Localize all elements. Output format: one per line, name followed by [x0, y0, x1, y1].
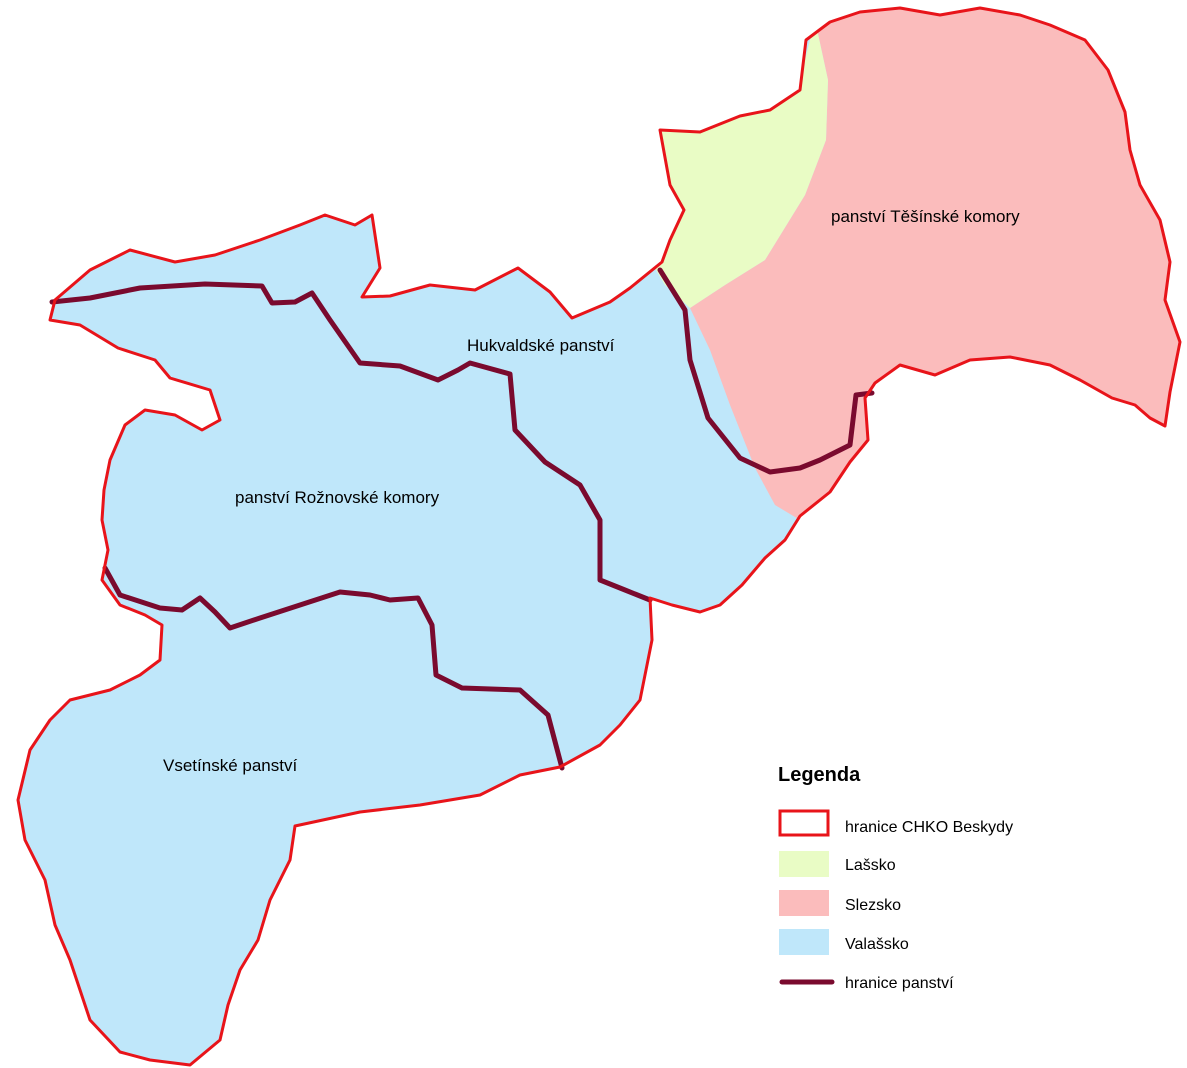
label-vsetinske-panstvi: Vsetínské panství	[163, 756, 297, 775]
legend-swatch-chko	[778, 809, 830, 837]
label-tesinske-komory: panství Těšínské komory	[831, 207, 1020, 226]
label-hukvaldske-panstvi: Hukvaldské panství	[467, 336, 615, 355]
label-roznovske-komory: panství Rožnovské komory	[235, 488, 440, 507]
legend-label-valassko: Valašsko	[845, 936, 909, 953]
legend-title: Legenda	[778, 764, 861, 786]
estate-border-south	[102, 565, 565, 771]
legend-label-lassko: Lašsko	[845, 857, 896, 874]
legend-label-slezsko: Slezsko	[845, 897, 901, 914]
map-legend: Legenda hranice CHKO Beskydy Lašsko Slez…	[778, 764, 1013, 992]
legend-label-chko: hranice CHKO Beskydy	[845, 819, 1013, 836]
estate-border-east	[657, 267, 875, 475]
legend-label-estate-line: hranice panství	[845, 975, 954, 992]
chko-beskydy-boundary	[16, 6, 1182, 1067]
legend-swatch-valassko	[779, 929, 829, 955]
estate-border-north	[49, 281, 653, 603]
legend-swatch-slezsko	[779, 890, 829, 916]
legend-swatch-lassko	[779, 851, 829, 877]
estate-borders	[49, 267, 875, 771]
